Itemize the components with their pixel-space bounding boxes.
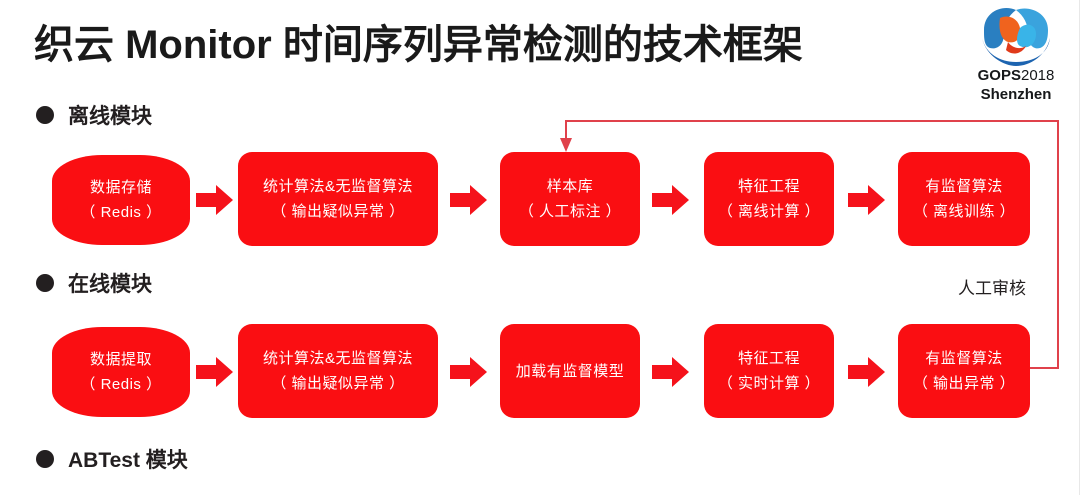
offline-node-3[interactable]: 样本库 （ 人工标注 ） <box>500 152 640 246</box>
offline-node-1[interactable]: 数据存储 （ Redis ） <box>52 155 190 245</box>
online-arrow-1-2 <box>196 357 233 387</box>
logo-name: GOPS <box>977 67 1021 84</box>
feedback-loop-label: 人工审核 <box>958 279 1026 298</box>
bullet-icon <box>36 450 54 468</box>
section-heading-abtest: ABTest 模块 <box>36 444 188 474</box>
offline-node-4[interactable]: 特征工程 （ 离线计算 ） <box>704 152 834 246</box>
section-label-online: 在线模块 <box>68 273 152 296</box>
online-node-5-line2: （ 输出异常 ） <box>912 375 1016 392</box>
online-node-3-line1: 加载有监督模型 <box>515 362 625 380</box>
logo-wordmark: GOPS2018 Shenzhen <box>962 66 1070 104</box>
offline-node-4-line1: 特征工程 <box>737 178 800 195</box>
section-heading-online: 在线模块 <box>36 268 152 298</box>
offline-node-3-line2: （ 人工标注 ） <box>518 203 622 220</box>
logo-year: 2018 <box>1020 67 1055 84</box>
logo-city: Shenzhen <box>980 86 1052 103</box>
online-node-5-line1: 有监督算法 <box>925 350 1003 367</box>
offline-arrow-1-2 <box>196 185 233 215</box>
offline-flow-row: 数据存储 （ Redis ） 统计算法&无监督算法 （ 输出疑似异常 ） 样本库… <box>0 150 1080 246</box>
online-node-2[interactable]: 统计算法&无监督算法 （ 输出疑似异常 ） <box>238 324 438 418</box>
online-node-1[interactable]: 数据提取 （ Redis ） <box>52 327 190 417</box>
offline-node-2[interactable]: 统计算法&无监督算法 （ 输出疑似异常 ） <box>238 152 438 246</box>
online-flow-row: 数据提取 （ Redis ） 统计算法&无监督算法 （ 输出疑似异常 ） 加载有… <box>0 322 1080 418</box>
offline-arrow-3-4 <box>652 185 689 215</box>
bullet-icon <box>36 106 54 124</box>
offline-node-2-line2: （ 输出疑似异常 ） <box>271 203 405 220</box>
offline-node-5[interactable]: 有监督算法 （ 离线训练 ） <box>898 152 1030 246</box>
section-label-abtest: ABTest 模块 <box>68 449 188 472</box>
online-arrow-3-4 <box>652 357 689 387</box>
online-node-3[interactable]: 加载有监督模型 <box>500 324 640 418</box>
online-node-5[interactable]: 有监督算法 （ 输出异常 ） <box>898 324 1030 418</box>
offline-node-5-line2: （ 离线训练 ） <box>912 203 1016 220</box>
online-node-2-line2: （ 输出疑似异常 ） <box>271 375 405 392</box>
section-label-offline: 离线模块 <box>68 105 152 128</box>
offline-node-3-line1: 样本库 <box>546 178 594 195</box>
online-node-4-line2: （ 实时计算 ） <box>717 375 821 392</box>
offline-arrow-4-5 <box>848 185 885 215</box>
online-arrow-4-5 <box>848 357 885 387</box>
offline-node-1-line1: 数据存储 <box>89 179 152 196</box>
online-node-4[interactable]: 特征工程 （ 实时计算 ） <box>704 324 834 418</box>
offline-node-1-line2: （ Redis ） <box>80 204 162 221</box>
online-node-4-line1: 特征工程 <box>737 350 800 367</box>
bullet-icon <box>36 274 54 292</box>
gops-swirl-icon <box>982 8 1050 66</box>
gops-logo: GOPS2018 Shenzhen <box>962 4 1070 110</box>
offline-node-5-line1: 有监督算法 <box>925 178 1003 195</box>
online-node-1-line2: （ Redis ） <box>80 376 162 393</box>
offline-node-4-line2: （ 离线计算 ） <box>717 203 821 220</box>
page-title: 织云 Monitor 时间序列异常检测的技术框架 <box>34 23 803 67</box>
section-heading-offline: 离线模块 <box>36 100 152 130</box>
offline-node-2-line1: 统计算法&无监督算法 <box>262 178 413 195</box>
online-arrow-2-3 <box>450 357 487 387</box>
online-node-2-line1: 统计算法&无监督算法 <box>262 350 413 367</box>
online-node-1-line1: 数据提取 <box>89 351 152 368</box>
offline-arrow-2-3 <box>450 185 487 215</box>
